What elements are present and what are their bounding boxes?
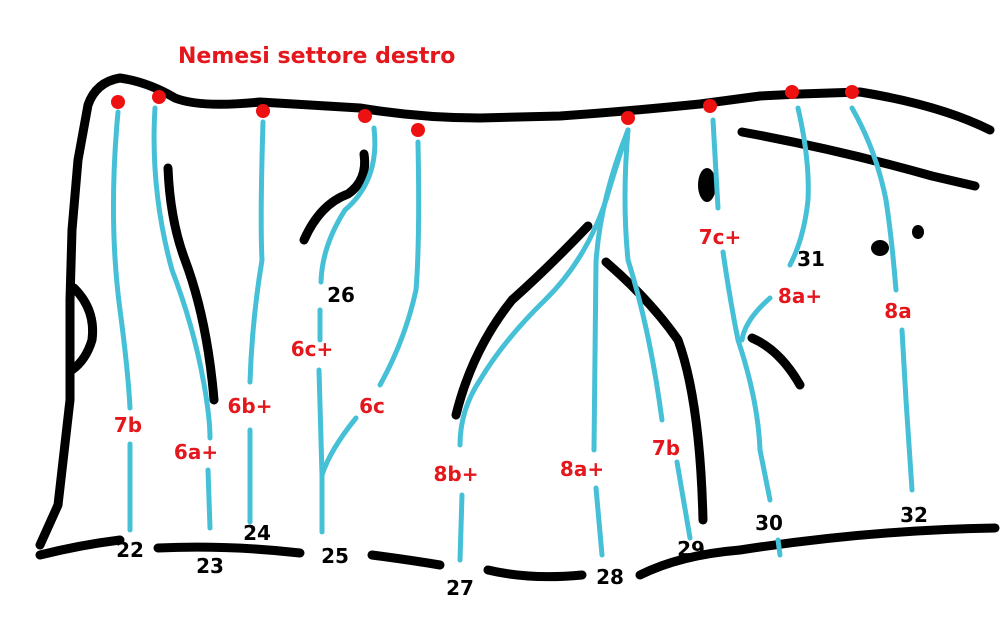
route-numbers: 22 23 24 25 26 27 28 29 30 31 32 (116, 247, 928, 600)
route-number-30: 30 (755, 511, 783, 535)
ground-segment-4 (483, 565, 587, 582)
holds (698, 168, 924, 256)
crack-mid-right (747, 333, 805, 390)
crack-arch-left (451, 221, 593, 420)
crack-overhang (299, 149, 370, 245)
anchors (111, 85, 859, 137)
anchor-27-28-29-dot[interactable] (621, 111, 635, 125)
grade-label-25: 6c (359, 394, 385, 418)
anchor-32-dot[interactable] (845, 85, 859, 99)
route-number-24: 24 (243, 521, 271, 545)
grade-label-29: 7b (652, 436, 680, 460)
crack-arch-right (601, 257, 708, 525)
route-number-25: 25 (321, 544, 349, 568)
left-bulge (67, 283, 98, 375)
route-23-line[interactable] (151, 105, 213, 531)
route-24-line[interactable] (247, 119, 266, 525)
route-number-23: 23 (196, 554, 224, 578)
route-29-line[interactable] (622, 127, 693, 541)
anchor-26-dot[interactable] (358, 109, 372, 123)
hold-black-3 (912, 225, 924, 239)
crack-left (163, 163, 219, 405)
anchor-22-dot[interactable] (111, 95, 125, 109)
grade-label-22: 7b (114, 413, 142, 437)
route-number-32: 32 (900, 503, 928, 527)
anchor-23-dot[interactable] (152, 90, 166, 104)
crag-top-edge (35, 73, 995, 550)
ground-segment-2 (153, 542, 305, 558)
route-number-29: 29 (677, 537, 705, 561)
ground-segment-1 (35, 535, 125, 560)
route-32-line[interactable] (849, 105, 915, 493)
route-22-line[interactable] (110, 109, 133, 533)
roof-right (737, 127, 980, 191)
grade-label-24: 6b+ (228, 394, 273, 418)
ground-segment-5 (635, 523, 1000, 580)
topo-title: Nemesi settore destro (178, 44, 455, 69)
hold-black-2 (871, 240, 889, 256)
grade-label-31: 7c+ (699, 225, 742, 249)
route-26-line[interactable] (316, 125, 378, 535)
grade-label-27: 8b+ (434, 462, 479, 486)
ground-segment-3 (367, 550, 445, 570)
route-28-line[interactable] (591, 127, 631, 558)
route-30-line[interactable] (739, 105, 811, 343)
route-25-line[interactable] (319, 139, 422, 478)
grade-label-30: 8a+ (778, 284, 822, 308)
route-number-22: 22 (116, 538, 144, 562)
routes (110, 105, 915, 563)
grade-label-28: 8a+ (560, 457, 604, 481)
route-number-31: 31 (797, 247, 825, 271)
route-number-27: 27 (446, 576, 474, 600)
route-number-28: 28 (596, 565, 624, 589)
anchor-25-dot[interactable] (411, 123, 425, 137)
route-number-26: 26 (327, 283, 355, 307)
grade-label-23: 6a+ (174, 440, 218, 464)
anchor-31-dot[interactable] (703, 99, 717, 113)
route-31-line[interactable] (710, 117, 783, 558)
grade-label-26: 6c+ (291, 337, 334, 361)
anchor-24-dot[interactable] (256, 104, 270, 118)
anchor-30-dot[interactable] (785, 85, 799, 99)
grade-label-32: 8a (884, 299, 911, 323)
hold-black-1 (698, 168, 716, 202)
grade-labels: 7b 6a+ 6b+ 6c 6c+ 8b+ 8a+ 7b 8a+ 7c+ 8a (114, 225, 912, 486)
